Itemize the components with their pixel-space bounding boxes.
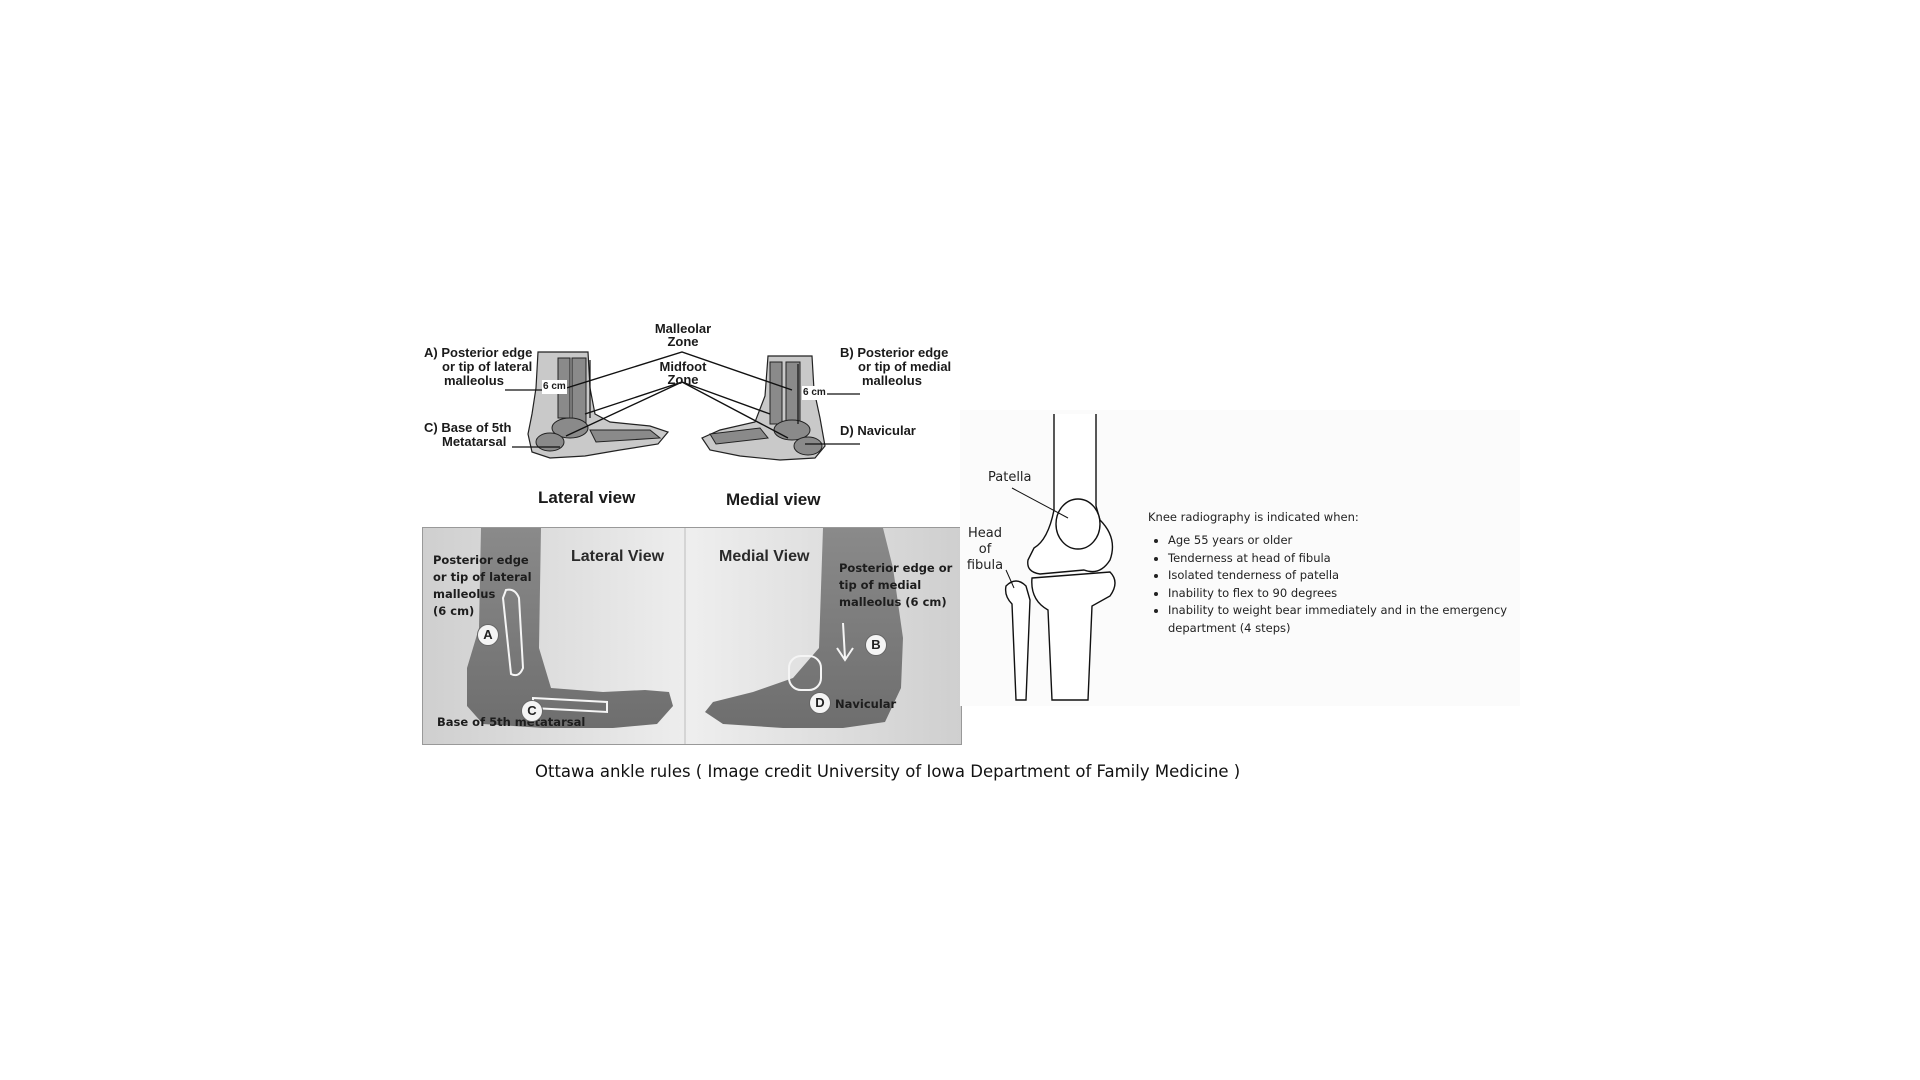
photo-lateral-title: Lateral View [571,548,665,565]
marker-d: D [809,692,831,714]
photo-left-note-line3: malleolus [433,587,496,601]
ankle-line-diagram: A) Posterior edge or tip of lateral mall… [420,318,960,518]
knee-criterion: Inability to flex to 90 degrees [1168,585,1508,603]
photo-medial-title: Medial View [719,548,810,565]
ankle-photo-panel: Lateral View Medial View Posterior edge … [422,527,962,745]
label-c-line1: C) Base of 5th [424,420,512,435]
midfoot-zone-line1: Midfoot [659,359,707,374]
label-d: D) Navicular [840,423,916,438]
label-b-line1: B) Posterior edge [840,345,949,360]
label-b-line3: malleolus [862,373,922,388]
midfoot-zone-line2: Zone [667,372,699,387]
ankle-bone-illustration [505,351,860,461]
knee-criteria-heading: Knee radiography is indicated when: [1148,510,1359,524]
knee-bone-illustration [1004,414,1116,701]
lateral-view-title: Lateral view [538,488,636,507]
label-b-line2: or tip of medial [858,359,952,374]
knee-criterion: Tenderness at head of fibula [1168,550,1508,568]
photo-right-note: Posterior edge or tip of medial malleolu… [839,560,952,611]
marker-c: C [521,700,543,722]
patella-label: Patella [988,470,1032,485]
malleolar-zone-line1: Malleolar [654,321,712,336]
knee-criterion: Isolated tenderness of patella [1168,567,1508,585]
photo-left-note: Posterior edge or tip of lateral malleol… [433,552,532,620]
photo-left-note-line4: (6 cm) [433,604,475,618]
marker-b: B [865,634,887,656]
knee-criterion: Inability to weight bear immediately and… [1168,602,1508,637]
distance-label-left: 6 cm [542,380,567,394]
distance-label-right: 6 cm [802,386,827,400]
knee-criterion: Age 55 years or older [1168,532,1508,550]
photo-base-5th-metatarsal: Base of 5th metatarsal [437,715,586,729]
ankle-photo-illustration [423,528,961,744]
knee-criteria-list: Age 55 years or older Tenderness at head… [1148,532,1508,637]
medial-view-title: Medial view [726,490,821,509]
label-c-line2: Metatarsal [442,434,507,449]
photo-right-note-line3: malleolus (6 cm) [839,595,947,609]
malleolar-zone-line2: Zone [667,334,699,349]
knee-panel: Patella Head of fibula Knee radiography … [960,410,1520,706]
photo-right-note-line1: Posterior edge or [839,561,953,575]
photo-right-note-line2: tip of medial [839,578,922,592]
figure-caption: Ottawa ankle rules ( Image credit Univer… [535,762,1241,781]
label-a-line2: or tip of lateral [442,359,533,374]
label-a-line1: A) Posterior edge [424,345,533,360]
label-a-line3: malleolus [444,373,504,388]
photo-left-note-line1: Posterior edge [433,553,529,567]
photo-left-note-line2: or tip of lateral [433,570,532,584]
fibula-label-line2: fibula [966,558,1004,573]
fibula-label: Head of fibula [962,526,1008,574]
fibula-label-line1: Head of [968,526,1002,557]
photo-navicular-label: Navicular [835,697,897,711]
marker-a: A [477,624,499,646]
